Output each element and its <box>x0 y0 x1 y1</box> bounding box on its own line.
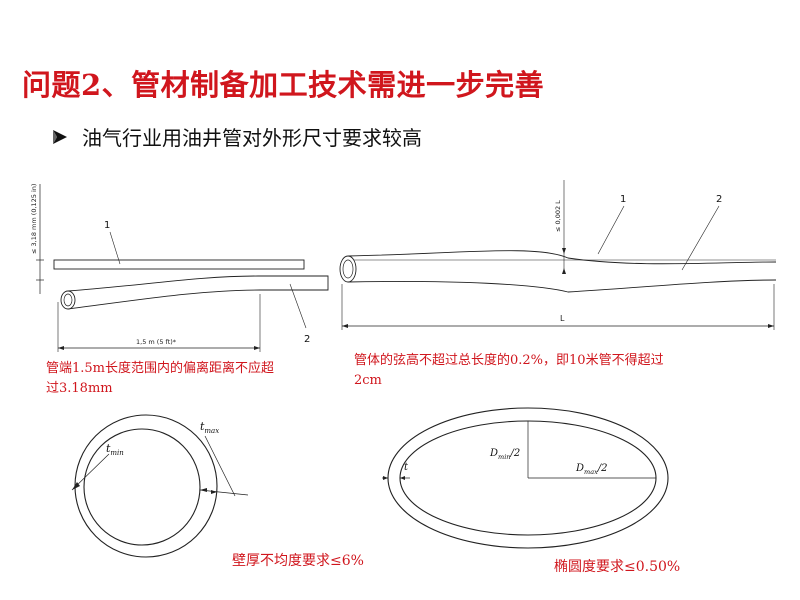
end-deviation-diagram: ≤ 3,18 mm (0,125 in) 1 2 1,5 m (5 ft)* <box>30 184 329 352</box>
t-max-label: tmax <box>200 420 219 435</box>
dim-sag-label: ≤ 0,002 L <box>554 200 562 232</box>
arrow-bullet-icon <box>53 129 67 144</box>
bullet-text: 油气行业用油井管对外形尺寸要求较高 <box>82 126 422 150</box>
t-label: t <box>404 462 409 473</box>
wall-thickness-diagram: tmin tmax <box>71 414 249 558</box>
end-deviation-caption-line1: 管端1.5m长度范围内的偏离距离不应超 <box>46 361 275 376</box>
dim-vertical-label: ≤ 3,18 mm (0,125 in) <box>30 184 38 254</box>
dim-length-label: L <box>560 314 565 323</box>
straightness-caption-line1: 管体的弦高不超过总长度的0.2%，即10米管不得超过 <box>354 353 664 368</box>
wall-thickness-caption: 壁厚不均度要求≤6% <box>232 553 364 569</box>
straightness-caption: 管体的弦高不超过总长度的0.2%，即10米管不得超过 2cm <box>354 351 664 391</box>
dmax-label: Dmax/2 <box>575 463 607 476</box>
end-deviation-caption: 管端1.5m长度范围内的偏离距离不应超 过3.18mm <box>46 359 274 399</box>
t-min-label: tmin <box>106 442 124 457</box>
dmin-label: Dmin/2 <box>489 448 520 461</box>
callout-1: 1 <box>104 220 110 231</box>
callout-1: 1 <box>620 194 626 205</box>
slide-title: 问题2、管材制备加工技术需进一步完善 <box>22 68 545 102</box>
dim-horizontal-label: 1,5 m (5 ft)* <box>136 338 177 346</box>
callout-2: 2 <box>304 334 310 345</box>
straightness-diagram: ≤ 0,002 L 1 2 L <box>339 180 777 330</box>
end-deviation-caption-line2: 过3.18mm <box>46 381 113 396</box>
callout-2: 2 <box>716 194 722 205</box>
ovality-caption: 椭圆度要求≤0.50% <box>554 559 681 575</box>
straightness-caption-line2: 2cm <box>354 373 382 388</box>
bullet-item: 油气行业用油井管对外形尺寸要求较高 <box>52 122 422 151</box>
ovality-diagram: Dmin/2 Dmax/2 t <box>382 407 669 549</box>
